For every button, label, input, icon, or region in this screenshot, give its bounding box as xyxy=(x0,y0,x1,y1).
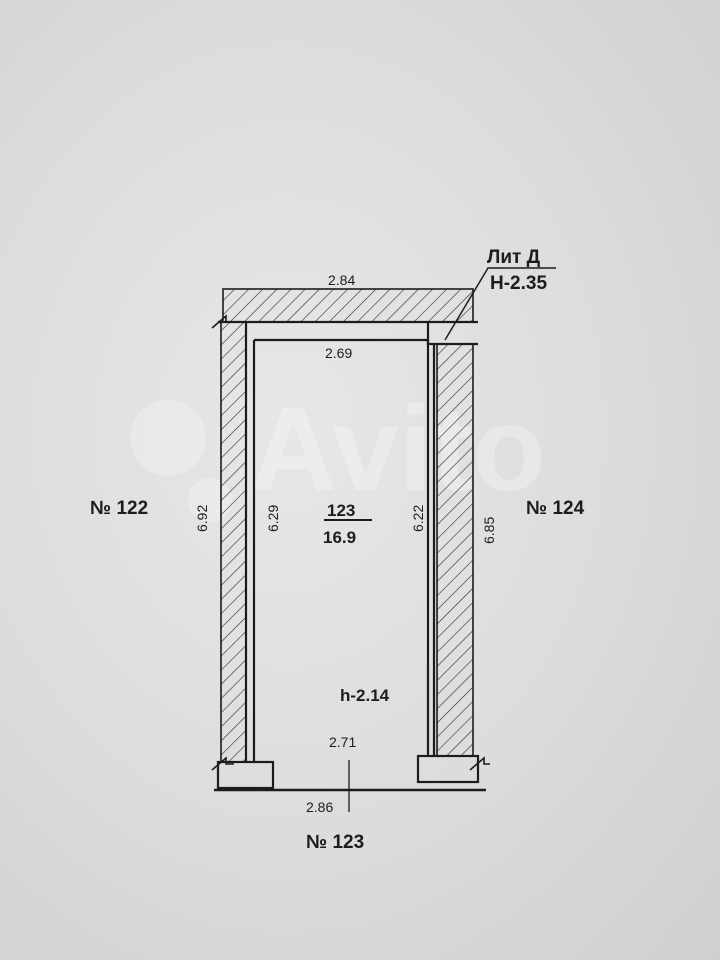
wall-right xyxy=(436,343,474,757)
room-outline xyxy=(211,314,490,792)
lit-name: Лит Д xyxy=(487,247,541,268)
wall-top xyxy=(222,288,474,323)
room-area: 16.9 xyxy=(323,528,356,547)
dim-bottom-inner: 2.71 xyxy=(329,734,356,750)
watermark-logo: Avito xyxy=(130,382,546,522)
wall-left xyxy=(220,321,247,763)
lit-height: Н-2.35 xyxy=(490,273,547,294)
neighbor-bottom: № 123 xyxy=(306,832,364,853)
dim-bottom-outer: 2.86 xyxy=(306,799,333,815)
neighbor-right: № 124 xyxy=(526,498,585,519)
dim-right-inner: 6.22 xyxy=(410,505,426,532)
watermark-text: Avito xyxy=(250,382,546,516)
room-number: 123 xyxy=(327,501,355,520)
dim-left-inner: 6.29 xyxy=(265,505,281,532)
neighbor-left: № 122 xyxy=(90,498,148,519)
dim-top-inner: 2.69 xyxy=(325,345,352,361)
dim-right-outer: 6.85 xyxy=(481,517,497,544)
dim-top-outer: 2.84 xyxy=(328,272,355,288)
dim-left-outer: 6.92 xyxy=(194,505,210,532)
walls xyxy=(220,288,474,763)
room-height: h-2.14 xyxy=(340,686,390,705)
lit-leader xyxy=(444,267,556,341)
